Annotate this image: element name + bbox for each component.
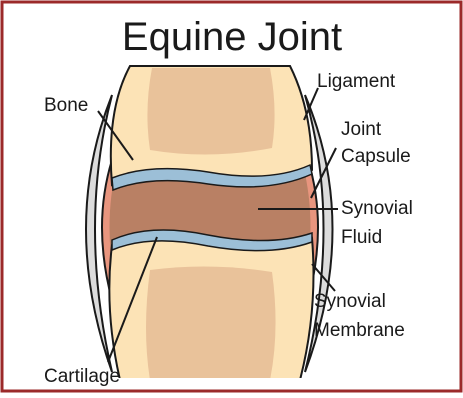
- label-ligament: Ligament: [317, 71, 396, 92]
- label-synovial-fluid-line2: Fluid: [341, 227, 382, 248]
- label-bone: Bone: [44, 95, 88, 116]
- label-synovial-fluid-line1: Synovial: [341, 198, 413, 219]
- diagram-title: Equine Joint: [122, 15, 342, 59]
- label-cartilage: Cartilage: [44, 366, 120, 387]
- lower-bone-marrow: [146, 266, 276, 380]
- label-synovial-membrane-line1: Synovial: [314, 291, 386, 312]
- label-joint-capsule-line1: Joint: [341, 119, 382, 140]
- upper-bone-marrow: [147, 68, 274, 155]
- label-joint-capsule-line2: Capsule: [341, 146, 411, 167]
- label-synovial-membrane-line2: Membrane: [314, 320, 405, 341]
